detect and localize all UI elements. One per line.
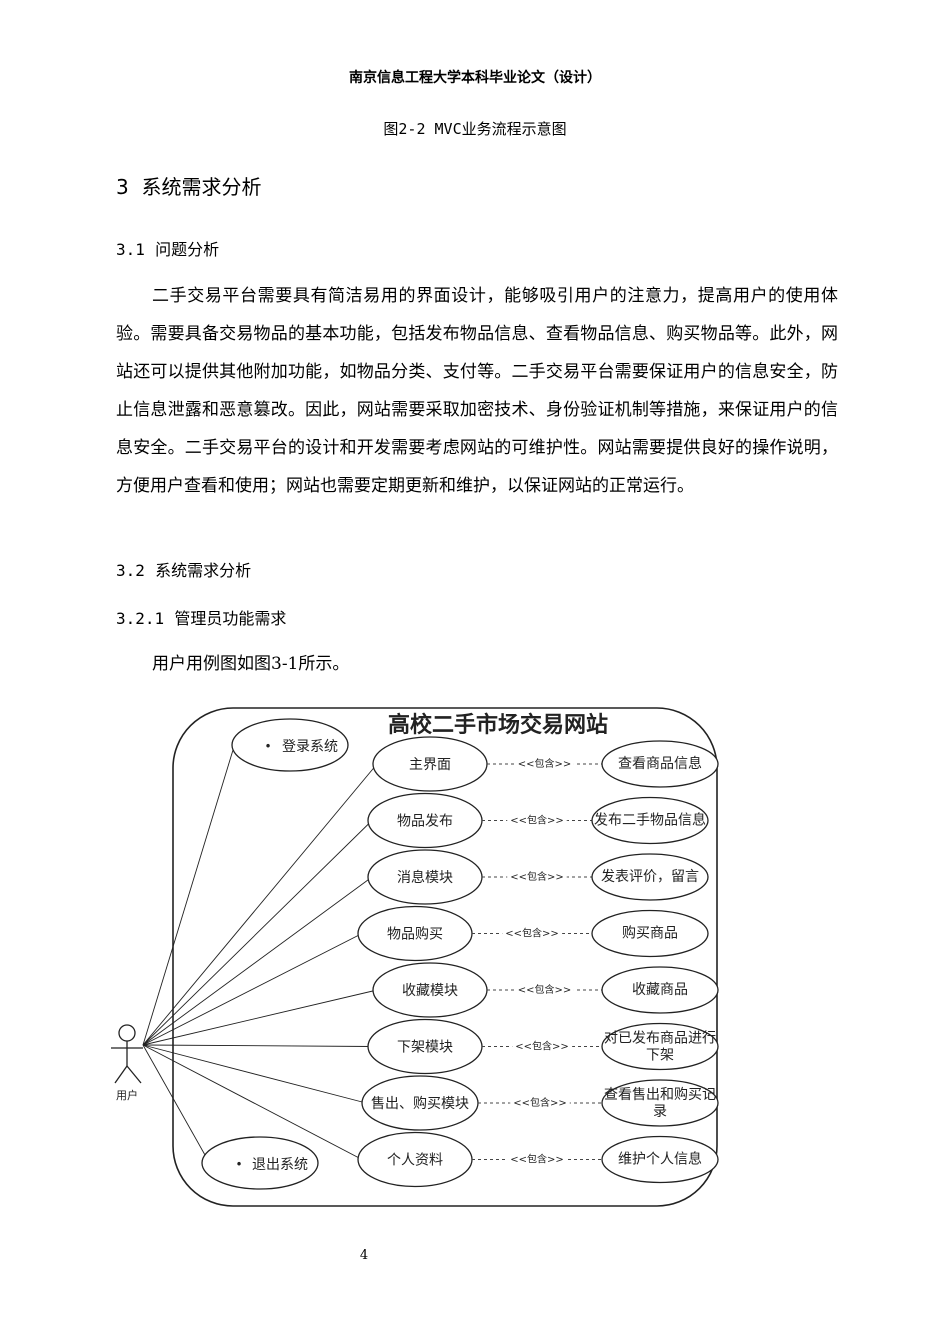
subsection-3-2-1-heading: 3.2.1 管理员功能需求: [116, 605, 286, 629]
actor-association-line: [142, 820, 373, 1046]
actor-label: 用户: [116, 1088, 138, 1102]
logout-bullet: •: [235, 1158, 242, 1172]
included-usecase-label: 下架: [646, 1048, 674, 1064]
included-usecase-label: 查看售出和购买记: [604, 1087, 716, 1103]
usecase-label: 收藏模块: [402, 983, 458, 999]
subsection-3-2-heading: 3.2 系统需求分析: [116, 557, 251, 581]
include-label: <<包含>>: [505, 927, 559, 940]
included-usecase-label: 维护个人信息: [618, 1151, 702, 1168]
include-label: <<包含>>: [510, 814, 564, 827]
include-label: <<包含>>: [515, 1040, 569, 1053]
body-paragraph: 二手交易平台需要具有简洁易用的界面设计，能够吸引用户的注意力，提高用户的使用体验…: [116, 277, 838, 505]
usecase-label: 物品发布: [397, 814, 453, 830]
usecase-label: 主界面: [409, 757, 451, 773]
actor-association-line: [142, 763, 378, 1046]
actor-association-line: [142, 933, 363, 1046]
figure-intro: 用户用例图如图3-1所示。: [116, 645, 838, 683]
included-usecase-1: [601, 740, 719, 788]
actor-association-line: [142, 1044, 206, 1156]
actor-head-icon: [118, 1024, 136, 1042]
usecase-label: 消息模块: [397, 869, 453, 886]
usecase-label: 售出、购买模块: [371, 1096, 469, 1112]
included-usecase-6: [601, 1022, 719, 1071]
included-usecase-5: [601, 966, 719, 1014]
actor-left-leg: [114, 1065, 128, 1084]
logout-label: 退出系统: [252, 1157, 308, 1173]
subsection-number: 3.1: [116, 240, 145, 259]
body-paragraph-text: 二手交易平台需要具有简洁易用的界面设计，能够吸引用户的注意力，提高用户的使用体验…: [116, 286, 838, 496]
actor-association-line: [142, 1044, 367, 1104]
actor-association-line: [142, 1044, 373, 1047]
included-usecase-label: 收藏商品: [632, 982, 688, 998]
figure-2-2-caption: 图2-2 MVC业务流程示意图: [383, 120, 567, 138]
login-bullet: •: [264, 740, 271, 754]
subsection-title: 系统需求分析: [155, 561, 252, 580]
actor-association-line: [142, 989, 378, 1046]
login-usecase: [231, 718, 349, 772]
include-label: <<包含>>: [513, 1096, 567, 1109]
included-usecase-2: [591, 796, 709, 845]
usecase-label: 下架模块: [397, 1040, 453, 1056]
included-usecase-label: 录: [653, 1104, 667, 1120]
subsection-title: 问题分析: [155, 240, 220, 259]
included-usecase-label: 查看商品信息: [618, 755, 702, 772]
included-usecase-8: [601, 1135, 719, 1184]
actor-association-line: [142, 749, 234, 1046]
subsection-3-1-heading: 3.1 问题分析: [116, 236, 219, 260]
included-usecase-4: [591, 909, 709, 958]
include-label: <<包含>>: [518, 983, 572, 996]
diagram-title: 高校二手市场交易网站: [388, 712, 608, 738]
subsection-title: 管理员功能需求: [174, 609, 287, 628]
actor-association-line: [142, 1044, 363, 1160]
subsection-number: 3.2.1: [116, 609, 165, 628]
included-usecase-label: 购买商品: [622, 926, 678, 942]
logout-usecase: [201, 1136, 319, 1190]
figure-intro-text: 用户用例图如图3-1所示。: [152, 654, 350, 674]
running-header: 南京信息工程大学本科毕业论文（设计）: [349, 70, 601, 86]
included-usecase-label: 发表评价，留言: [601, 869, 699, 885]
section-number: 3: [116, 175, 129, 199]
page-number: 4: [359, 1248, 369, 1263]
section-title: 系统需求分析: [141, 175, 262, 199]
include-label: <<包含>>: [510, 1153, 564, 1166]
included-usecase-7: [601, 1079, 719, 1127]
actor-right-leg: [126, 1065, 142, 1084]
usecase-label: 物品购买: [387, 927, 443, 943]
include-label: <<包含>>: [510, 870, 564, 883]
section-heading: 3 系统需求分析: [116, 171, 261, 200]
included-usecase-3: [591, 853, 709, 901]
system-boundary: [172, 707, 718, 1207]
actor-association-line: [142, 876, 373, 1046]
include-label: <<包含>>: [518, 757, 572, 770]
subsection-number: 3.2: [116, 561, 145, 580]
included-usecase-label: 发布二手物品信息: [594, 812, 706, 829]
included-usecase-label: 对已发布商品进行: [604, 1031, 716, 1047]
usecase-label: 个人资料: [387, 1153, 443, 1169]
login-label: 登录系统: [282, 739, 338, 755]
